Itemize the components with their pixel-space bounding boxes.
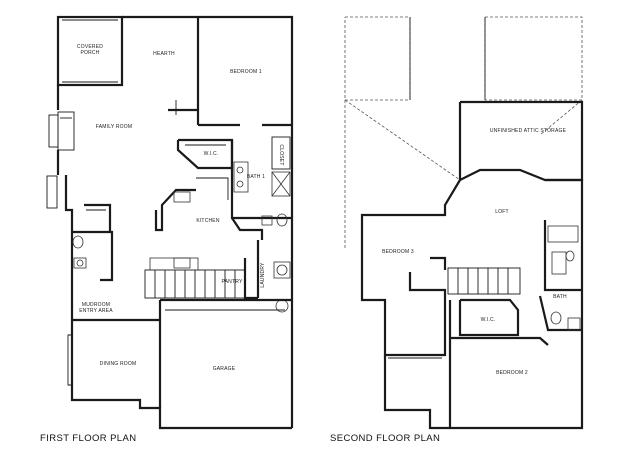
wic-upper-outline	[458, 298, 520, 337]
label-loft: LOFT	[495, 209, 509, 215]
tub	[547, 225, 579, 243]
label-wic-first: W.I.C.	[204, 151, 219, 157]
label-bath-1: BATH 1	[247, 174, 265, 180]
label-bedroom-2: BEDROOM 2	[496, 370, 528, 376]
label-closet: CLOSET	[278, 144, 284, 165]
label-bedroom-1: BEDROOM 1	[230, 69, 262, 75]
second-floor-outer-wall-east	[545, 178, 584, 395]
first-floor-outer-wall-east	[122, 15, 294, 428]
bath1-vanity	[233, 161, 249, 193]
label-hearth: HEARTH	[153, 51, 175, 57]
wic-outline	[176, 138, 234, 170]
label-bedroom-3: BEDROOM 3	[382, 249, 414, 255]
label-dining-room: DINING ROOM	[100, 361, 137, 367]
label-family-room: FAMILY ROOM	[96, 124, 132, 130]
stair-run-upper	[447, 267, 521, 295]
label-garage: GARAGE	[213, 366, 236, 372]
label-kitchen: KITCHEN	[196, 218, 220, 224]
bedroom2-outline	[448, 300, 584, 430]
closet-outline	[271, 136, 291, 170]
second-floor-title: SECOND FLOOR PLAN	[330, 433, 440, 444]
roof-line-right	[484, 16, 583, 101]
label-bath-second: BATH	[553, 294, 567, 300]
label-unfinished-attic: UNFINISHED ATTIC STORAGE	[490, 128, 567, 134]
attic-storage-outline	[458, 100, 584, 182]
second-floor-labels: UNFINISHED ATTIC STORAGE LOFT BEDROOM 3 …	[382, 128, 567, 376]
roof-line-left	[344, 16, 411, 101]
bath1-shower	[271, 171, 291, 197]
fireplace	[48, 114, 59, 148]
first-floor-title: FIRST FLOOR PLAN	[40, 433, 137, 444]
first-floor-plan	[46, 15, 294, 430]
covered-porch-outline	[56, 15, 124, 87]
label-laundry: LAUNDRY	[260, 262, 266, 288]
first-floor-outer-wall-south	[70, 315, 292, 430]
bedroom3-outline	[360, 242, 447, 357]
label-wic-second: W.I.C.	[481, 317, 496, 323]
second-floor-plan	[344, 16, 584, 430]
label-pantry: PANTRY	[221, 279, 242, 285]
